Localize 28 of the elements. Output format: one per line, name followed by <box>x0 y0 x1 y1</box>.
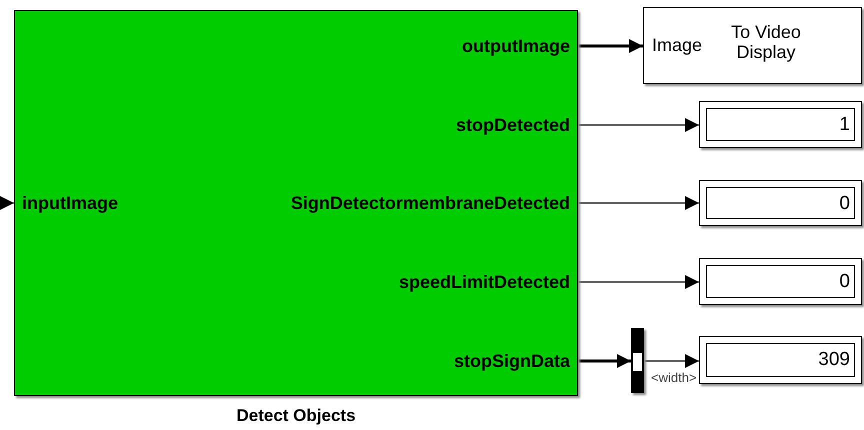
port-label: stopDetected <box>456 115 570 135</box>
port-label: inputImage <box>22 193 118 213</box>
display-value: 0 <box>706 265 855 298</box>
block-name: Detect Objects <box>236 406 356 426</box>
display-value: 0 <box>706 187 855 219</box>
signal-line <box>578 354 631 368</box>
signal-line <box>0 196 14 210</box>
bus-selector-bar <box>631 328 644 393</box>
signal-line <box>644 354 699 368</box>
signal-line <box>578 118 699 132</box>
display-value: 1 <box>706 108 855 141</box>
display-block <box>699 180 862 226</box>
edge-label: <width> <box>651 370 697 385</box>
port-label: speedLimitDetected <box>398 272 570 292</box>
display-block <box>699 336 862 384</box>
port-label: stopSignData <box>454 351 570 371</box>
block-label: To Video Display <box>730 22 802 62</box>
display-block <box>699 101 862 148</box>
subsystem-block <box>14 10 578 396</box>
signal-line <box>578 39 643 53</box>
signal-line <box>578 196 699 210</box>
port-label: SignDetectormembraneDetected <box>290 193 570 213</box>
display-block <box>699 258 862 305</box>
port-label: Image <box>652 35 702 56</box>
signal-line <box>578 275 699 289</box>
display-value: 309 <box>706 343 855 377</box>
port-label: outputImage <box>462 36 570 56</box>
video-display-block <box>643 7 862 84</box>
